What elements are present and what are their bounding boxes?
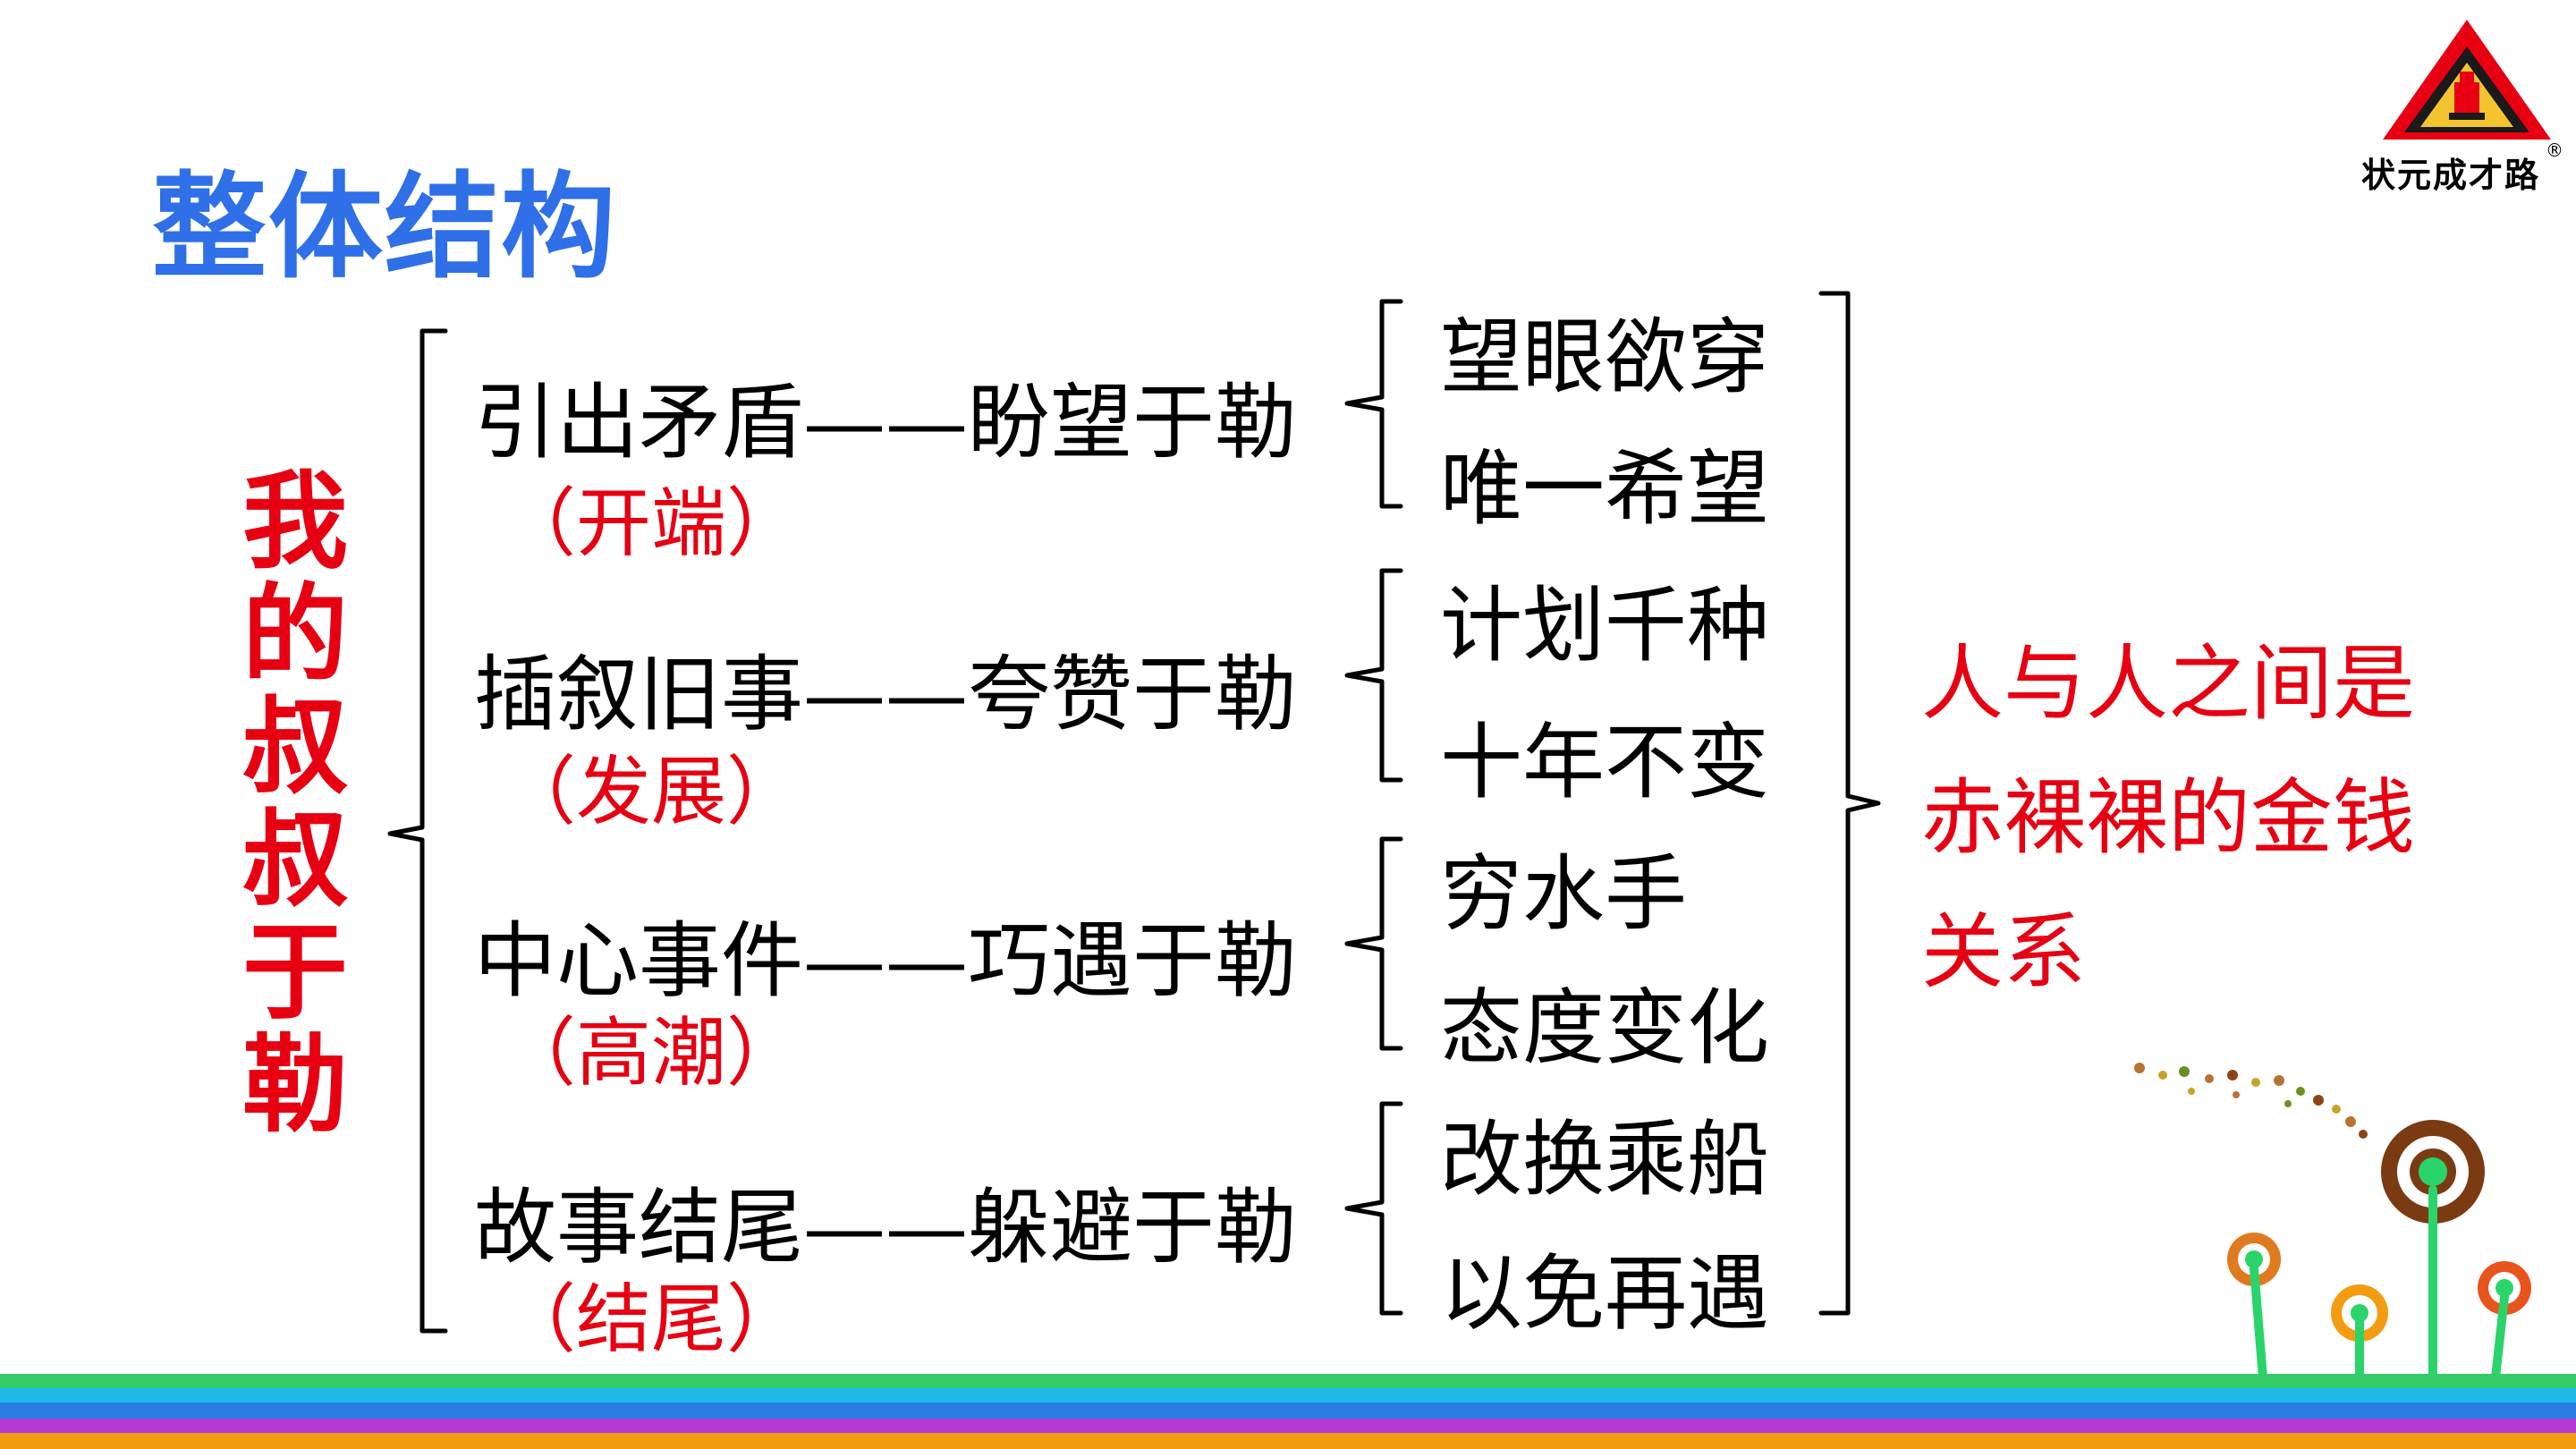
decorative-flowers-icon [2134,1063,2531,1377]
story-title-char: 叔 [242,798,348,921]
right-brace [1818,291,1881,1316]
section-detail-4a: 改换乘船 [1440,1112,1770,1208]
story-title-char: 于 [242,911,348,1034]
section-label-4: 故事结尾——躲避于勒 [474,1180,1298,1275]
section-detail-4b: 以免再遇 [1440,1246,1770,1342]
story-title-char: 勒 [242,1023,348,1147]
bottom-stripes [0,1374,2576,1449]
theme-summary: 人与人之间是 赤裸裸的金钱 关系 [1921,617,2458,1020]
brace-section-2 [1344,568,1403,783]
brace-section-3 [1344,836,1403,1051]
page-title: 整体结构 [152,161,618,294]
registered-mark: ® [2546,140,2563,161]
section-detail-3a: 穷水手 [1440,846,1688,942]
left-brace [387,328,448,1334]
brace-section-1 [1344,299,1403,509]
story-title-vertical: 我 的 叔 叔 于 勒 [233,465,358,1141]
story-title-char: 我 [242,460,348,583]
section-detail-2a: 计划千种 [1440,578,1770,674]
section-detail-2b: 十年不变 [1440,715,1770,810]
theme-line: 关系 [1921,904,2087,1000]
section-stage-2: （发展） [501,748,802,835]
section-label-2: 插叙旧事——夸赞于勒 [474,647,1298,742]
section-stage-1: （开端） [501,479,802,567]
brand-logo-text: 状元成才路 [2361,156,2541,195]
section-detail-1a: 望眼欲穿 [1440,309,1770,405]
brace-section-4 [1344,1101,1403,1316]
section-detail-1b: 唯一希望 [1440,441,1770,537]
section-label-3: 中心事件——巧遇于勒 [474,913,1298,1009]
story-title-char: 的 [242,572,348,696]
story-title-char: 叔 [242,685,348,809]
brand-logo-icon [2383,20,2551,140]
theme-line: 赤裸裸的金钱 [1921,770,2416,866]
section-stage-3: （高潮） [501,1009,802,1097]
section-detail-3b: 态度变化 [1440,980,1770,1076]
theme-line: 人与人之间是 [1921,636,2416,732]
section-label-1: 引出矛盾——盼望于勒 [474,375,1298,470]
section-stage-4: （结尾） [501,1275,802,1363]
